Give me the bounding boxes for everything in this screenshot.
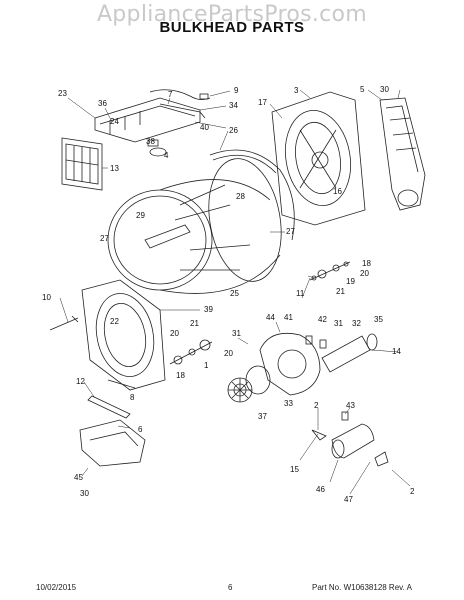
rear-roller-assembly-part	[309, 261, 351, 281]
callout-8: 8	[130, 393, 135, 402]
callout-19: 19	[346, 277, 355, 286]
callout-7: 7	[168, 90, 173, 99]
callout-20-front: 20	[170, 329, 179, 338]
callout-34: 34	[229, 101, 238, 110]
front-bulkhead-part	[81, 279, 166, 391]
callout-42: 42	[318, 315, 327, 324]
heater-duct-part	[379, 97, 426, 211]
callout-9: 9	[234, 86, 239, 95]
callout-44: 44	[266, 313, 275, 322]
callout-23: 23	[58, 89, 67, 98]
callout-2-upper: 2	[314, 401, 319, 410]
drum-seal-part	[209, 149, 295, 241]
heater-element-part	[311, 411, 389, 467]
footer-date: 10/02/2015	[36, 583, 77, 592]
callout-2-lower: 2	[410, 487, 415, 496]
callout-40: 40	[200, 123, 209, 132]
callout-20-mid: 20	[224, 349, 233, 358]
callout-26: 26	[229, 126, 238, 135]
callout-31-right: 31	[334, 319, 343, 328]
callout-13: 13	[110, 164, 119, 173]
callout-3: 3	[294, 86, 299, 95]
callout-21-front: 21	[190, 319, 199, 328]
lint-duct-part	[79, 419, 146, 467]
callout-41: 41	[284, 313, 293, 322]
callout-11: 11	[296, 289, 305, 298]
callout-16: 16	[333, 187, 342, 196]
callout-47: 47	[344, 495, 353, 504]
callout-25: 25	[230, 289, 239, 298]
callout-35: 35	[374, 315, 383, 324]
callout-29: 29	[136, 211, 145, 220]
callout-15: 15	[290, 465, 299, 474]
exhaust-duct-part	[321, 333, 378, 373]
duct-seal-part	[147, 139, 167, 157]
footer-part-number: Part No. W10638128 Rev. A	[312, 583, 412, 592]
callout-14: 14	[392, 347, 401, 356]
screw-part-10	[49, 315, 79, 331]
callout-33: 33	[284, 399, 293, 408]
callout-18-front: 18	[176, 371, 185, 380]
callout-labels: 23 36 7 9 34 24 40 26 38 4 13 3 17 5 30 …	[42, 85, 415, 504]
callout-36: 36	[98, 99, 107, 108]
watermark: AppliancePartsPros.com	[96, 2, 368, 27]
callout-31-left: 31	[232, 329, 241, 338]
callout-18-right: 18	[362, 259, 371, 268]
callout-27-right: 27	[286, 227, 295, 236]
callout-6: 6	[138, 425, 143, 434]
rear-bulkhead-part	[271, 91, 366, 226]
top-bracket-part	[94, 97, 201, 143]
callout-10: 10	[42, 293, 51, 302]
callout-5: 5	[360, 85, 365, 94]
blower-wheel-part	[227, 377, 253, 403]
callout-38: 38	[146, 137, 155, 146]
drum-part	[107, 158, 282, 294]
callout-27-left: 27	[100, 234, 109, 243]
lint-screen-housing-part	[61, 137, 103, 191]
callout-46: 46	[316, 485, 325, 494]
wire-harness-part	[149, 89, 211, 119]
callout-30-top: 30	[380, 85, 389, 94]
callout-28: 28	[236, 192, 245, 201]
thermistor-part	[305, 335, 327, 349]
callout-45: 45	[74, 473, 83, 482]
bracket-part-12	[87, 379, 136, 419]
callout-20-right: 20	[360, 269, 369, 278]
callout-1: 1	[204, 361, 209, 370]
front-roller-assembly-part	[169, 339, 213, 365]
callout-24: 24	[110, 117, 119, 126]
callout-17: 17	[258, 98, 267, 107]
diagram-title: BULKHEAD PARTS	[159, 19, 305, 36]
callout-4: 4	[164, 151, 169, 160]
callout-12: 12	[76, 377, 85, 386]
callout-39: 39	[204, 305, 213, 314]
callout-37: 37	[258, 412, 267, 421]
callout-21-right: 21	[336, 287, 345, 296]
callout-43: 43	[346, 401, 355, 410]
callout-22: 22	[110, 317, 119, 326]
callout-30-bottom: 30	[80, 489, 89, 498]
blower-housing-part	[259, 332, 321, 396]
footer-page-number: 6	[228, 583, 233, 592]
callout-32: 32	[352, 319, 361, 328]
